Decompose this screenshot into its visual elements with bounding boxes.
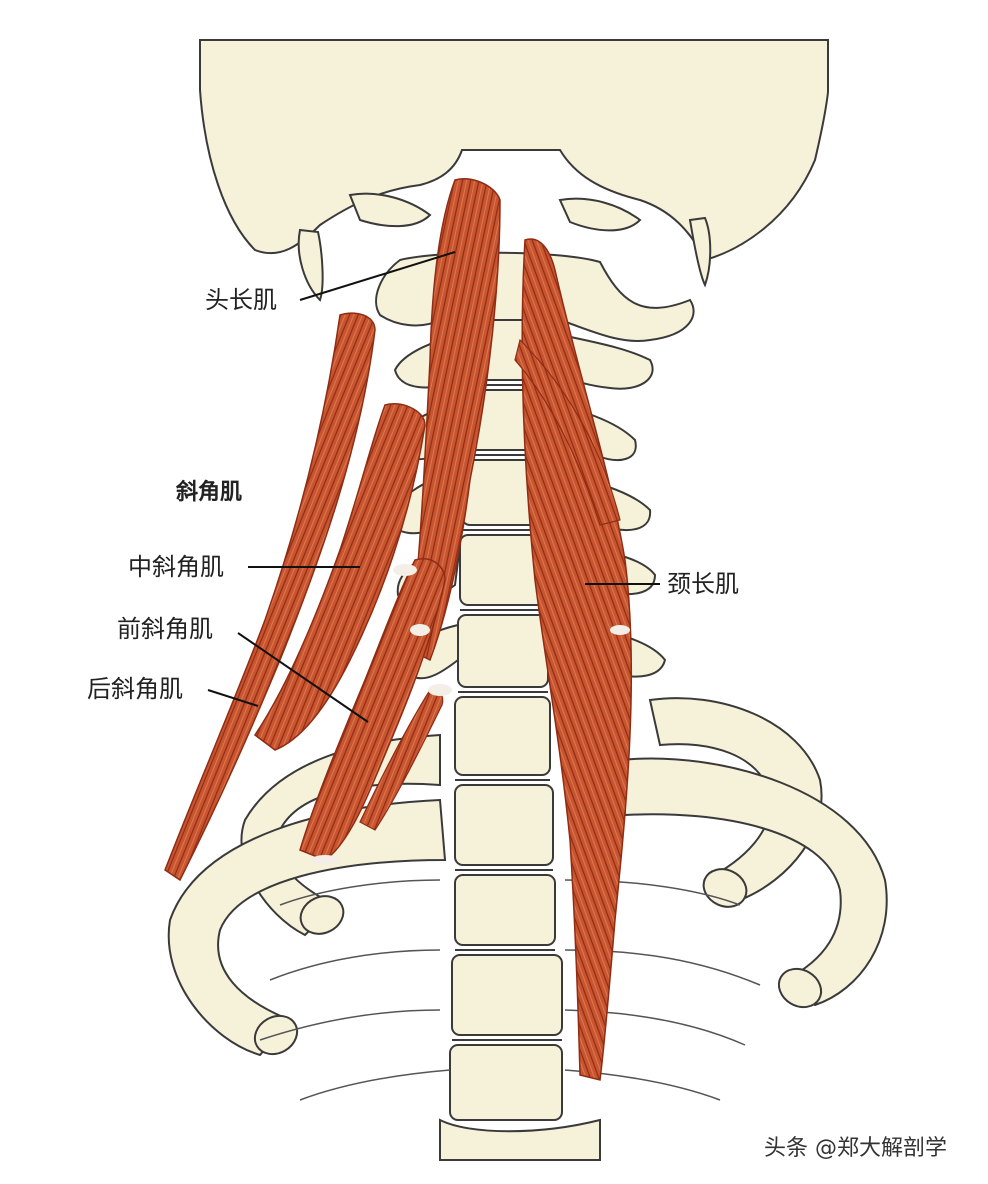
scalenus-posterior-muscle (164, 312, 376, 882)
label-scalenus-anterior: 前斜角肌 (117, 615, 213, 643)
leader-longus-capitis (299, 251, 456, 301)
label-longus-capitis: 头长肌 (205, 286, 277, 314)
leader-scalenus-anterior (237, 632, 369, 723)
scalenus-anterior-muscle (299, 558, 446, 861)
label-scalenus-posterior: 后斜角肌 (87, 675, 183, 703)
tendon-attachments (311, 564, 630, 865)
label-scalenus-medius: 中斜角肌 (128, 553, 224, 581)
scalenus-anterior-second-belly (359, 689, 444, 831)
label-scalenes-group: 斜角肌 (176, 480, 243, 505)
label-longus-colli: 颈长肌 (667, 570, 739, 598)
scalenus-medius-muscle (253, 403, 426, 751)
longus-colli-muscle (521, 238, 633, 1081)
longus-capitis-muscle (409, 178, 501, 662)
leader-scalenus-posterior (207, 689, 259, 707)
watermark: 头条 @郑大解剖学 (764, 1136, 947, 1161)
leader-lines (207, 251, 660, 723)
skull-base (199, 39, 829, 302)
rib-cage (167, 697, 888, 1057)
longus-colli-lateral-slip (514, 338, 621, 526)
